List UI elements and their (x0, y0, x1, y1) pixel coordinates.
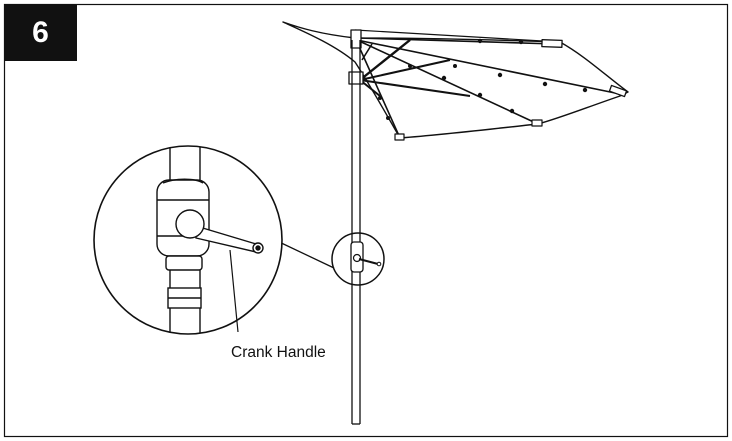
umbrella-strut (361, 43, 373, 61)
umbrella (282, 21, 629, 425)
umbrella-rib (356, 39, 539, 125)
umbrella-rib (356, 39, 621, 95)
umbrella-strut (359, 59, 451, 81)
crank-hub (175, 209, 205, 239)
step-number: 6 (32, 15, 49, 49)
umbrella-strut (359, 39, 411, 81)
callout-leader-line (229, 249, 239, 333)
umbrella-pole (351, 40, 361, 424)
crank-handle-label: Crank Handle (231, 344, 326, 361)
detail-connector-line (274, 239, 335, 269)
umbrella-strut (359, 79, 471, 97)
step-frame (3, 3, 729, 438)
zoom-detail (93, 145, 283, 335)
detail-target-circle (331, 232, 385, 286)
umbrella-canopy (282, 21, 629, 139)
led-lights (378, 38, 588, 120)
step-number-badge: 6 (4, 4, 77, 61)
